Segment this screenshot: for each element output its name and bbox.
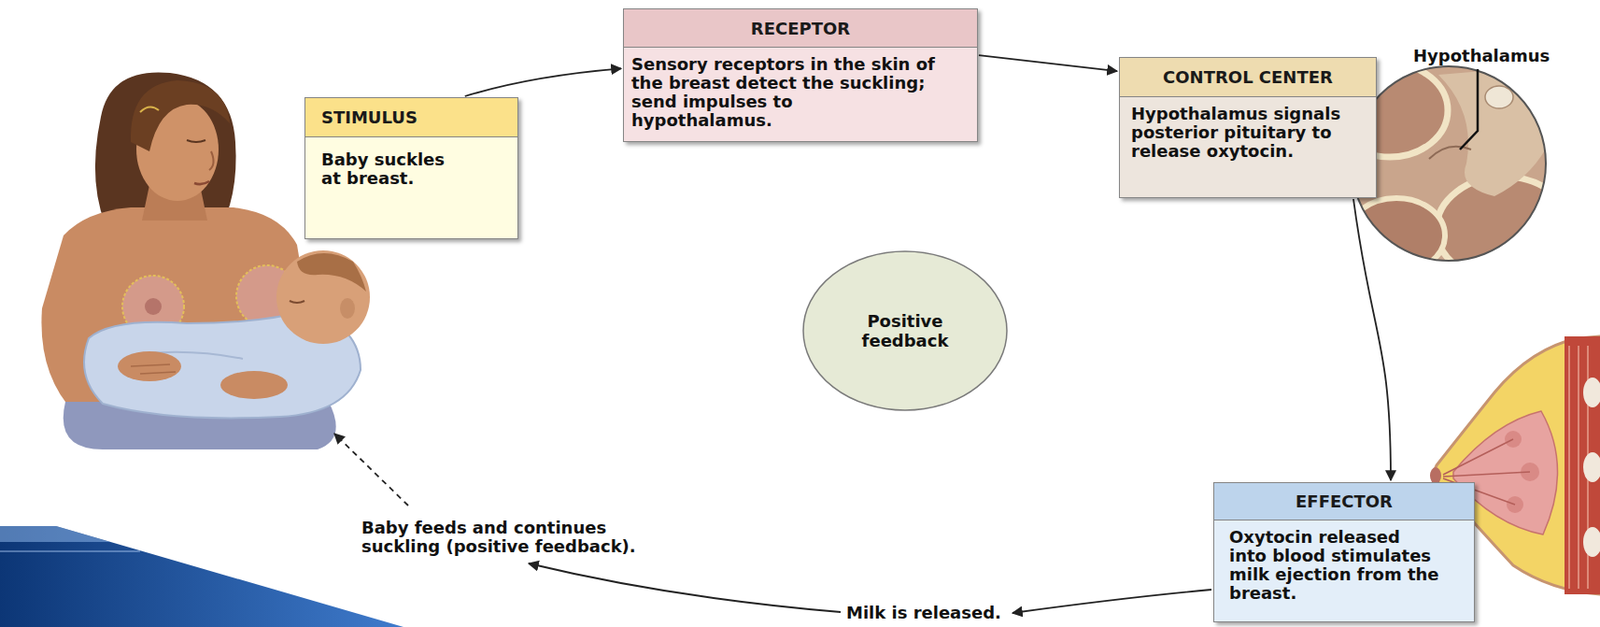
control-center-box: CONTROL CENTERHypothalamus signals poste…: [1118, 56, 1377, 199]
receptor-box: RECEPTORSensory receptors in the skin of…: [623, 8, 978, 142]
ellipse-label: Positive feedback: [853, 311, 957, 351]
flow-arrow: [465, 68, 622, 97]
box-heading: CONTROL CENTER: [1119, 57, 1376, 98]
feedback-ellipse: Positive feedback: [801, 249, 1009, 412]
box-heading: STIMULUS: [305, 98, 518, 138]
flow-arrow: [528, 563, 841, 612]
flow-arrow: [1012, 589, 1212, 613]
dashed-arrow: [334, 433, 409, 506]
flow-arrow: [1353, 198, 1391, 481]
box-heading: RECEPTOR: [623, 9, 977, 48]
effector-box: EFFECTOROxytocin released into blood sti…: [1213, 481, 1475, 623]
stimulus-box: STIMULUSBaby suckles at breast.: [304, 97, 519, 240]
box-body: Hypothalamus signals posterior pituitary…: [1119, 97, 1376, 169]
part-label: Hypothalamus: [1413, 46, 1550, 66]
corner-band: [0, 525, 404, 627]
step-label: Milk is released.: [846, 603, 1002, 623]
box-body: Baby suckles at breast.: [305, 137, 518, 198]
box-heading: EFFECTOR: [1214, 482, 1474, 521]
step-label: Baby feeds and continues suckling (posit…: [361, 518, 642, 556]
box-body: Sensory receptors in the skin of the bre…: [623, 47, 977, 138]
flow-arrow: [978, 55, 1118, 71]
box-body: Oxytocin released into blood stimulates …: [1214, 520, 1474, 610]
